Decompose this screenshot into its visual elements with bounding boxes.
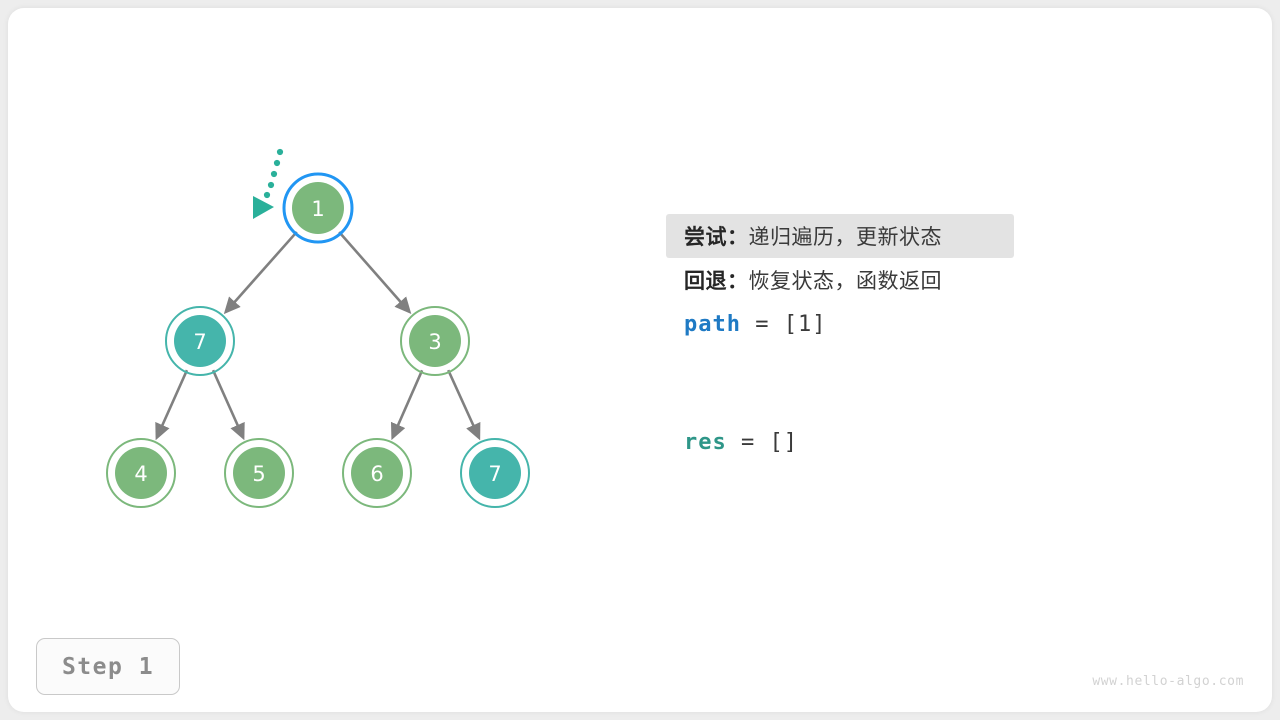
node-label: 1	[311, 197, 324, 221]
binary-tree-diagram: 1 7 3 4 5 6 7	[106, 148, 530, 508]
node-label: 7	[488, 462, 501, 486]
phase-label: 回退：	[684, 269, 749, 293]
recursion-pointer-arrow	[253, 148, 284, 219]
step-badge: Step 1	[36, 638, 180, 695]
pointer-dot	[263, 191, 271, 199]
node-circle	[174, 315, 226, 367]
phase-description: 恢复状态，函数返回	[748, 269, 942, 293]
node-circle	[351, 447, 403, 499]
step-badge-label: Step 1	[61, 653, 155, 680]
variable-res-line: res = []	[666, 420, 1244, 464]
try-phase-text: 尝试：递归遍历，更新状态	[666, 214, 1014, 258]
pointer-dot	[267, 181, 275, 189]
node-label: 3	[428, 330, 441, 354]
node-circle	[409, 315, 461, 367]
tree-node-3: 3	[400, 306, 470, 376]
tree-edge	[390, 369, 424, 441]
watermark-text: www.hello-algo.com	[1092, 674, 1244, 689]
pointer-dot	[276, 148, 284, 156]
pointer-dot	[270, 170, 278, 178]
node-outer-ring	[282, 172, 354, 244]
backtrack-phase-text: 回退：恢复状态，函数返回	[684, 258, 1244, 302]
tree-nodes: 1 7 3 4 5 6 7	[106, 172, 530, 508]
node-outer-ring	[400, 306, 470, 376]
node-outer-ring	[224, 438, 294, 508]
tree-edge	[211, 369, 245, 441]
node-outer-ring	[460, 438, 530, 508]
tree-node-1: 1	[282, 172, 354, 244]
variable-name-res: res	[684, 429, 727, 455]
white-card	[8, 8, 1272, 712]
node-circle	[115, 447, 167, 499]
variable-name-path: path	[684, 311, 741, 337]
tree-node-5: 5	[224, 438, 294, 508]
node-label: 4	[134, 462, 147, 486]
tree-edge	[155, 369, 189, 441]
node-label: 5	[252, 462, 265, 486]
variable-value-res: = []	[726, 429, 798, 455]
node-circle	[469, 447, 521, 499]
watermark: www.hello-algo.com	[1092, 674, 1244, 689]
node-outer-ring	[165, 306, 235, 376]
node-label: 6	[370, 462, 383, 486]
variable-path-line: path = [1]	[666, 302, 1244, 346]
node-label: 7	[193, 330, 206, 354]
tree-node-6: 6	[342, 438, 412, 508]
node-circle	[233, 447, 285, 499]
tree-edge	[223, 231, 298, 315]
variable-value-path: = [1]	[740, 311, 827, 337]
tree-edges	[155, 231, 481, 441]
pointer-dot	[273, 159, 281, 167]
tree-edge	[447, 369, 481, 441]
tree-edge	[338, 231, 412, 315]
pointer-arrow-head-icon	[253, 196, 274, 219]
phase-description: 递归遍历，更新状态	[748, 225, 942, 249]
panel-spacer	[684, 346, 1244, 420]
tree-node-7: 7	[460, 438, 530, 508]
node-outer-ring	[106, 438, 176, 508]
node-outer-ring	[342, 438, 412, 508]
phase-label: 尝试：	[684, 225, 749, 249]
tree-node-4: 4	[106, 438, 176, 508]
tree-node-7: 7	[165, 306, 235, 376]
node-circle	[292, 182, 344, 234]
